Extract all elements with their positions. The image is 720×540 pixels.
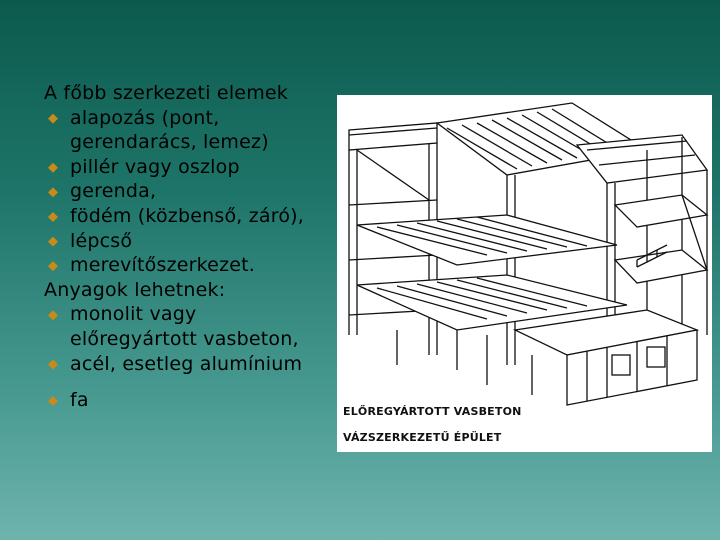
bullet-item: alapozás (pont, gerendarács, lemez) (44, 106, 334, 155)
diamond-bullet-icon (48, 113, 58, 124)
diamond-bullet-icon (48, 187, 58, 198)
building-frame-drawing (348, 102, 709, 406)
heading-structural-elements: A főbb szerkezeti elemek (44, 82, 288, 104)
bullet-text-continued: előregyártott vasbeton, (70, 327, 299, 350)
bullet-text: fa (70, 389, 89, 412)
bullet-item: pillér vagy oszlop (44, 155, 334, 180)
figure-caption-line1: ELŐREGYÁRTOTT VASBETON (343, 405, 522, 418)
text-column: A főbb szerkezeti elemek alapozás (pont,… (44, 81, 334, 413)
bullet-text: gerenda, (70, 180, 157, 203)
diamond-bullet-icon (48, 211, 58, 222)
bullet-item: födém (közbenső, záró), (44, 204, 334, 229)
diamond-bullet-icon (48, 236, 58, 247)
bullet-text: acél, esetleg alumínium (70, 352, 303, 375)
bullet-text: födém (közbenső, záró), (70, 204, 305, 227)
bullet-text-continued: gerendarács, lemez) (70, 131, 269, 154)
bullet-text: lépcső (70, 229, 133, 252)
bullet-item: fa (44, 388, 334, 413)
bullet-item: monolit vagy előregyártott vasbeton, (44, 302, 334, 351)
figure-caption-line2: VÁZSZERKEZETŰ ÉPÜLET (343, 431, 502, 444)
bullet-item: merevítőszerkezet. (44, 253, 334, 278)
bullet-item: gerenda, (44, 179, 334, 204)
building-frame-illustration: ELŐREGYÁRTOTT VASBETON VÁZSZERKEZETŰ ÉPÜ… (337, 95, 712, 452)
diamond-bullet-icon (48, 359, 58, 370)
diamond-bullet-icon (48, 261, 58, 272)
bullet-item: acél, esetleg alumínium (44, 352, 334, 377)
bullet-text: merevítőszerkezet. (70, 254, 256, 277)
bullet-text: pillér vagy oszlop (70, 155, 240, 178)
diamond-bullet-icon (48, 162, 58, 173)
diamond-bullet-icon (48, 310, 58, 321)
diamond-bullet-icon (48, 396, 58, 407)
bullet-text: monolit vagy (70, 303, 197, 326)
bullet-item: lépcső (44, 229, 334, 254)
heading-materials: Anyagok lehetnek: (44, 278, 226, 301)
bullet-text: alapozás (pont, (70, 106, 220, 129)
